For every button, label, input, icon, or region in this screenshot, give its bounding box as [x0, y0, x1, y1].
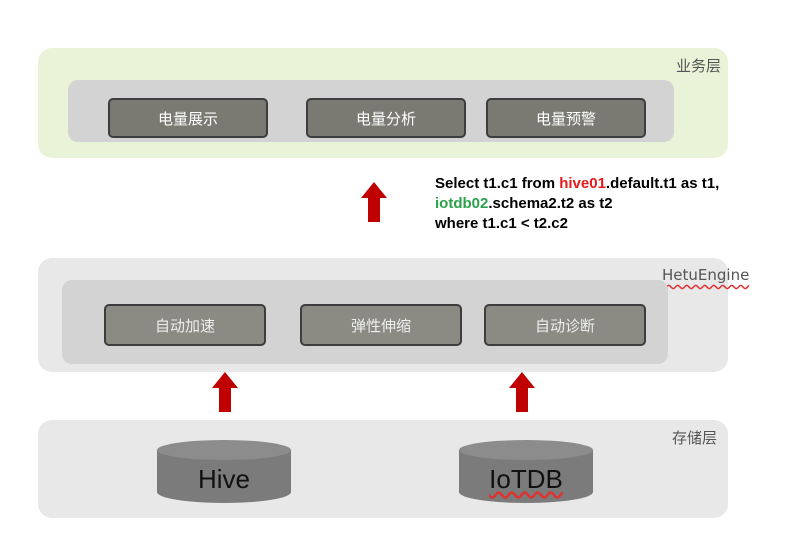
business-layer-title: 业务层 — [676, 57, 722, 75]
iotdb-database[interactable]: IoTDB — [459, 440, 593, 504]
up-arrow-icon — [509, 372, 535, 412]
up-arrow-icon — [212, 372, 238, 412]
hive-database[interactable]: Hive — [157, 440, 291, 504]
database-cylinder-icon — [157, 440, 291, 503]
database-cylinder-icon — [459, 440, 593, 503]
module-elastic-scaling[interactable]: 弹性伸缩 — [300, 304, 462, 346]
module-power-analysis[interactable]: 电量分析 — [306, 98, 466, 138]
hive-label: Hive — [197, 464, 250, 494]
engine-layer-title: HetuEngine — [662, 266, 750, 284]
module-power-display[interactable]: 电量展示 — [108, 98, 268, 138]
hive-catalog-highlight: hive01 — [559, 175, 606, 192]
sql-line-1: Select t1.c1 from hive01.default.t1 as t… — [435, 175, 720, 192]
storage-layer — [38, 420, 728, 518]
up-arrow-icon — [361, 182, 387, 222]
sql-line-2: iotdb02.schema2.t2 as t2 — [435, 195, 613, 212]
iotdb-catalog-highlight: iotdb02 — [435, 195, 489, 212]
module-auto-diagnosis[interactable]: 自动诊断 — [484, 304, 646, 346]
iotdb-label: IoTDB — [489, 464, 563, 494]
sql-query: Select t1.c1 from hive01.default.t1 as t… — [435, 174, 719, 234]
module-auto-acceleration[interactable]: 自动加速 — [104, 304, 266, 346]
module-power-warning[interactable]: 电量预警 — [486, 98, 646, 138]
sql-line-3: where t1.c1 < t2.c2 — [435, 215, 568, 232]
storage-layer-title: 存储层 — [672, 429, 718, 447]
